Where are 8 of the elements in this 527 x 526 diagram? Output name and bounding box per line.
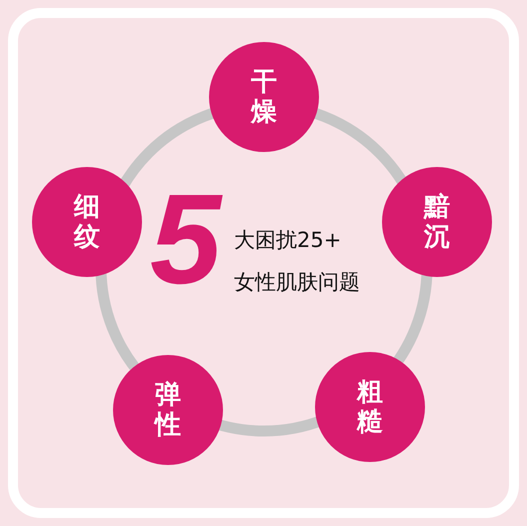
topic-circle: 细纹 [32,167,142,277]
big-number: 5 [150,170,222,310]
topic-circle: 黯沉 [382,167,492,277]
subtitle-text: 大困扰25+ [234,227,342,254]
subtitle-text: 女性肌肤问题 [234,269,360,296]
topic-circle: 粗糙 [315,352,425,462]
topic-circle: 干燥 [209,42,319,152]
topic-circle: 弹性 [113,355,223,465]
